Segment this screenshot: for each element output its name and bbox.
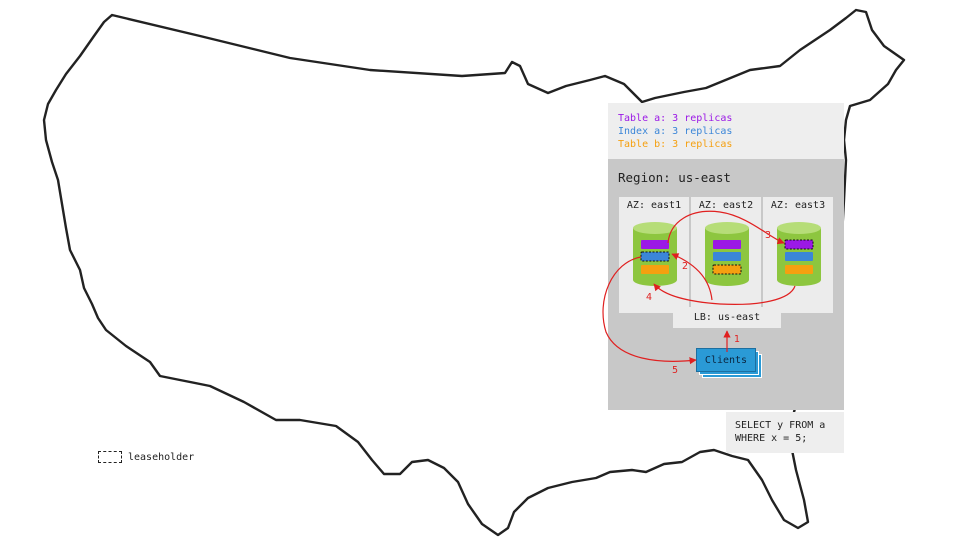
zone-label: AZ: east2 [698, 200, 754, 211]
step-label: 4 [646, 292, 652, 303]
arrow-step-3 [667, 210, 785, 245]
node-east2 [705, 222, 749, 286]
leaseholder-label: leaseholder [128, 451, 195, 463]
step-label: 2 [682, 261, 688, 272]
table-b-replica [785, 265, 813, 274]
table-b-replica [641, 265, 669, 274]
dashed-box-icon [98, 451, 122, 463]
zone-label: AZ: east1 [626, 200, 682, 211]
query-line-2: WHERE x = 5; [735, 433, 808, 444]
sql-query-box: SELECT y FROM a WHERE x = 5; [726, 412, 844, 453]
table-a-leaseholder [784, 239, 814, 250]
arrow-step-5 [602, 256, 697, 365]
zone-label: AZ: east3 [770, 200, 826, 211]
arrow-step-4 [653, 283, 796, 305]
table-a-replica [641, 240, 669, 249]
index-a-replica [713, 252, 741, 261]
index-a-replica [785, 252, 813, 261]
index-a-leaseholder [640, 251, 670, 262]
load-balancer: LB: us-east [673, 307, 781, 328]
step-label: 1 [734, 334, 740, 345]
table-a-replica [713, 240, 741, 249]
table-a-legend: Table a: 3 replicas [618, 113, 733, 124]
query-line-1: SELECT y FROM a [735, 420, 826, 431]
step-label: 5 [672, 365, 678, 376]
node-east3 [777, 222, 821, 286]
node-east1 [633, 222, 677, 286]
replica-legend: Table a: 3 replicas Index a: 3 replicas … [608, 103, 844, 159]
region-title: Region: us-east [618, 170, 731, 185]
leaseholder-legend: leaseholder [98, 451, 194, 463]
arrow-step-2 [671, 253, 713, 301]
table-b-legend: Table b: 3 replicas [618, 139, 733, 150]
index-a-legend: Index a: 3 replicas [618, 126, 733, 137]
step-label: 3 [765, 230, 771, 241]
table-b-leaseholder [712, 264, 742, 275]
